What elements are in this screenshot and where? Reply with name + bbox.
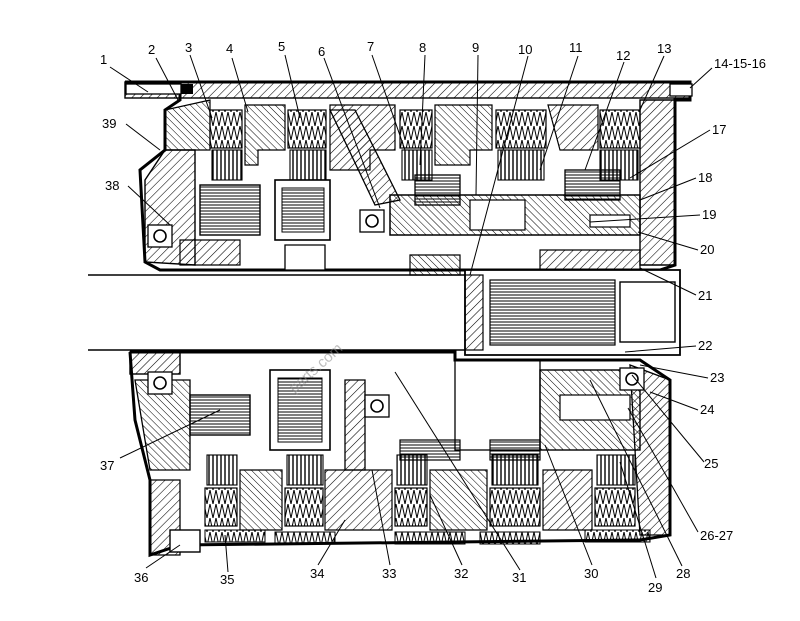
callout-23: 23 — [710, 370, 724, 385]
callout-24: 24 — [700, 402, 714, 417]
callout-19: 19 — [702, 207, 716, 222]
callout-26-27: 26-27 — [700, 528, 733, 543]
callout-17: 17 — [712, 122, 726, 137]
callout-32: 32 — [454, 566, 468, 581]
lower-clutch-packs — [204, 454, 651, 545]
callout-8: 8 — [419, 40, 426, 55]
callout-29: 29 — [648, 580, 662, 595]
callout-7: 7 — [367, 39, 374, 54]
callout-5: 5 — [278, 39, 285, 54]
callout-9: 9 — [472, 40, 479, 55]
callout-6: 6 — [318, 44, 325, 59]
lower-gears-and-shafts — [147, 359, 645, 471]
callout-3: 3 — [185, 40, 192, 55]
output-shaft — [88, 269, 681, 356]
callout-11: 11 — [569, 40, 583, 55]
callout-18: 18 — [698, 170, 712, 185]
callout-34: 34 — [310, 566, 324, 581]
callout-37: 37 — [100, 458, 114, 473]
callout-35: 35 — [220, 572, 234, 587]
callout-33: 33 — [382, 566, 396, 581]
callout-4: 4 — [226, 41, 233, 56]
upper-clutch-packs — [209, 104, 641, 181]
callout-31: 31 — [512, 570, 526, 585]
callout-25: 25 — [704, 456, 718, 471]
callout-22: 22 — [698, 338, 712, 353]
leader-lines — [109, 54, 713, 579]
callout-28: 28 — [676, 566, 690, 581]
callout-39: 39 — [102, 116, 116, 131]
callout-14-15-16: 14-15-16 — [714, 56, 766, 71]
callout-13: 13 — [657, 41, 671, 56]
callout-20: 20 — [700, 242, 714, 257]
callout-30: 30 — [584, 566, 598, 581]
upper-gears-and-shafts — [147, 109, 641, 276]
callout-38: 38 — [105, 178, 119, 193]
callout-36: 36 — [134, 570, 148, 585]
callout-21: 21 — [698, 288, 712, 303]
callout-2: 2 — [148, 42, 155, 57]
callout-1: 1 — [100, 52, 107, 67]
callout-labels: 1 2 3 4 5 6 7 8 9 10 11 12 13 14-15-16 1… — [100, 39, 766, 595]
callout-12: 12 — [616, 48, 630, 63]
callout-10: 10 — [518, 42, 532, 57]
